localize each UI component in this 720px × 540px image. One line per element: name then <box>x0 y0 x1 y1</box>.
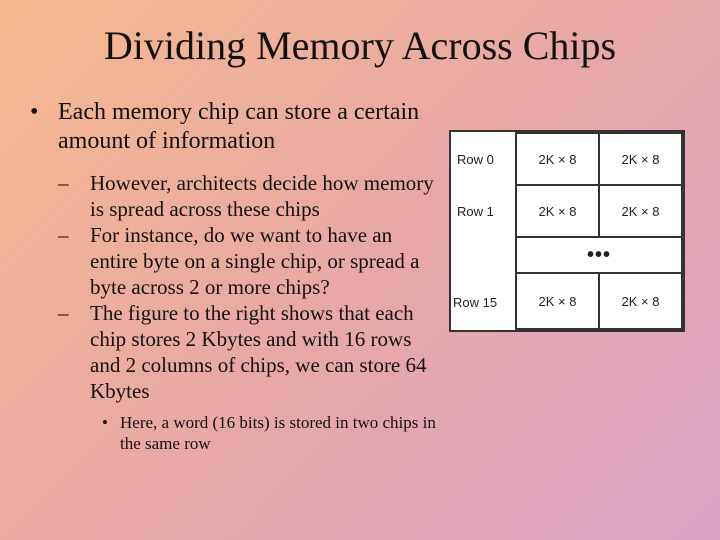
slide-title: Dividing Memory Across Chips <box>103 23 617 68</box>
chip-cell: 2K × 8 <box>515 272 600 330</box>
chip-cell: 2K × 8 <box>598 272 683 330</box>
ellipsis-row: ••• <box>515 236 683 274</box>
sub-sub-bullet-1: • Here, a word (16 bits) is stored in tw… <box>30 412 440 454</box>
sub-sub-bullet-1-text: Here, a word (16 bits) is stored in two … <box>120 413 436 453</box>
chip-cell: 2K × 8 <box>598 132 683 186</box>
ellipsis: ••• <box>586 244 611 266</box>
dash-bullet: – <box>58 171 69 195</box>
sub-bullet-3: – The figure to the right shows that eac… <box>30 300 440 404</box>
bullet-1-text: Each memory chip can store a certain amo… <box>58 99 420 154</box>
row-label: Row 1 <box>457 204 494 219</box>
bullet-dot: • <box>30 99 39 125</box>
bullet-dot: • <box>102 413 108 432</box>
chip-cell: 2K × 8 <box>515 132 600 186</box>
chip-cell: 2K × 8 <box>515 184 600 238</box>
sub-bullet-3-text: The figure to the right shows that each … <box>90 301 427 403</box>
sub-bullet-1: – However, architects decide how memory … <box>30 170 440 222</box>
sub-bullet-2-text: For instance, do we want to have an enti… <box>90 223 420 299</box>
memory-chip-diagram: Row 0 2K × 8 2K × 8 Row 1 2K × 8 2K × 8 … <box>449 130 685 332</box>
dash-bullet: – <box>58 223 69 247</box>
dash-bullet: – <box>58 301 69 325</box>
sub-bullet-1-text: However, architects decide how memory is… <box>90 171 434 221</box>
bullet-1: • Each memory chip can store a certain a… <box>30 98 440 156</box>
slide-body: • Each memory chip can store a certain a… <box>30 98 440 454</box>
sub-bullet-2: – For instance, do we want to have an en… <box>30 222 440 300</box>
chip-cell: 2K × 8 <box>598 184 683 238</box>
row-label: Row 15 <box>453 295 498 310</box>
row-label: Row 0 <box>457 152 494 167</box>
